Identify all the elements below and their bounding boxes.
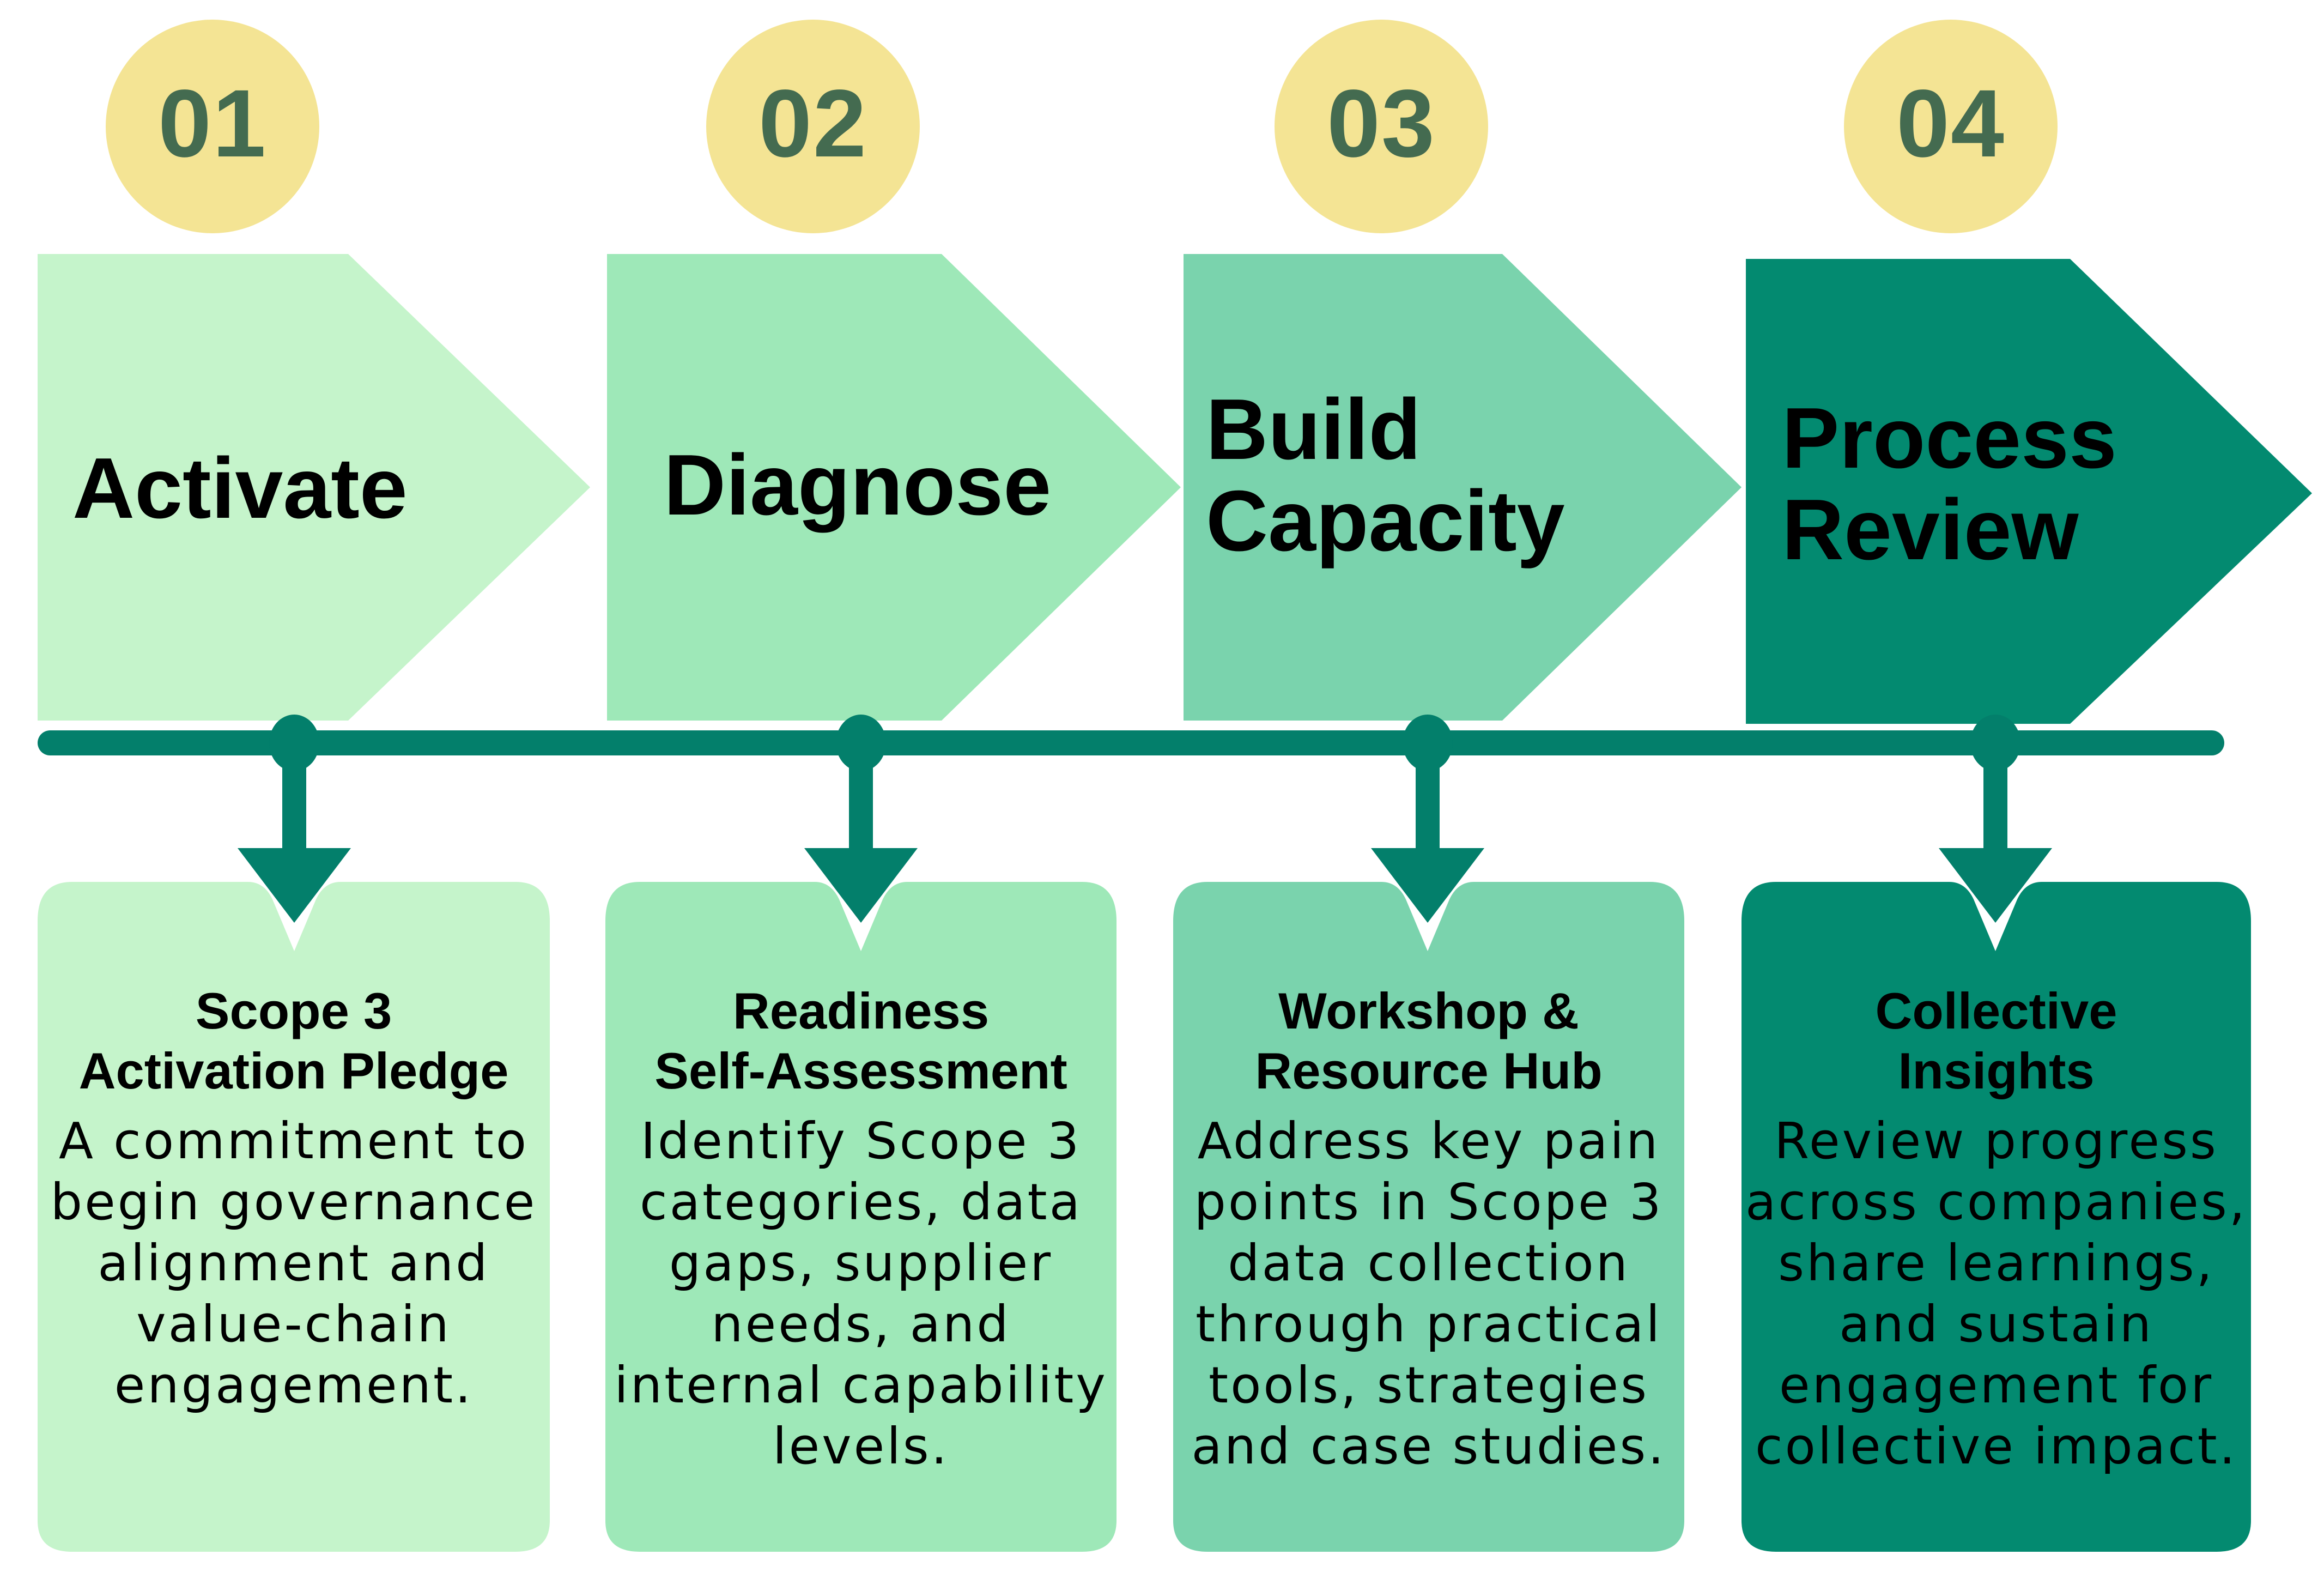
step-number-badge-2: 02	[706, 20, 920, 233]
stage-2-card-heading: Readiness Self-Assessment	[654, 982, 1067, 1099]
stage-4-chevron	[1746, 259, 2312, 724]
timeline-node-1	[238, 715, 351, 923]
stage-1-card	[38, 882, 550, 1552]
stage-3-card	[1173, 882, 1684, 1552]
stage-4-card	[1742, 882, 2251, 1552]
timeline-bar	[38, 730, 2224, 755]
stage-3-card-body: Address key pain points in Scope 3 data …	[1191, 1112, 1666, 1475]
timeline-node-4	[1939, 715, 2052, 923]
stage-2-title: Diagnose	[664, 437, 1052, 533]
stage-2-chevron	[607, 254, 1181, 721]
step-number-badge-1: 01	[106, 20, 319, 233]
stage-3-title: Build Capacity	[1206, 382, 1565, 569]
step-number-badge-4: 04	[1844, 20, 2058, 233]
step-number-4: 04	[1896, 70, 2005, 177]
stage-1-card-heading: Scope 3 Activation Pledge	[78, 982, 509, 1099]
stage-1-card-body: A commitment to begin governance alignme…	[50, 1112, 537, 1414]
stage-4-card-content: Collective Insights Review progress acro…	[1742, 981, 2251, 1477]
timeline-node-2	[804, 715, 918, 923]
stage-2-card-body: Identify Scope 3 categories, data gaps, …	[614, 1112, 1108, 1475]
stage-2-card-content: Readiness Self-Assessment Identify Scope…	[605, 981, 1117, 1477]
stage-2-card	[605, 882, 1117, 1552]
stage-3-chevron	[1184, 254, 1742, 721]
stage-3-card-heading: Workshop & Resource Hub	[1255, 982, 1603, 1099]
stage-3-card-content: Workshop & Resource Hub Address key pain…	[1173, 981, 1684, 1477]
timeline-node-3	[1371, 715, 1484, 923]
stage-4-title: Process Review	[1782, 390, 2117, 578]
stage-4-card-body: Review progress across companies, share …	[1745, 1112, 2248, 1475]
stage-1-card-content: Scope 3 Activation Pledge A commitment t…	[38, 981, 550, 1416]
stage-1-title: Activate	[72, 440, 408, 536]
stage-4-card-heading: Collective Insights	[1875, 982, 2117, 1099]
step-number-badge-3: 03	[1275, 20, 1488, 233]
step-number-2: 02	[759, 70, 867, 177]
stage-1-chevron	[38, 254, 590, 721]
step-number-1: 01	[158, 70, 267, 177]
step-number-3: 03	[1327, 70, 1436, 177]
